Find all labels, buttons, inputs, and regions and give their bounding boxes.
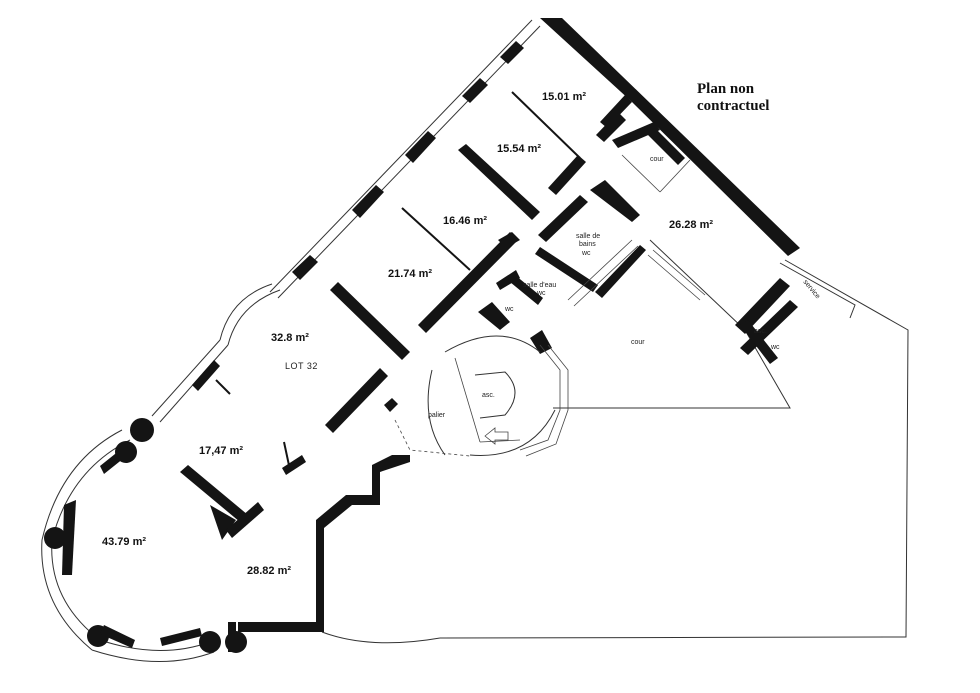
label-asc-side: asc. [754,328,767,335]
room-area-26-28: 26.28 m² [669,219,713,231]
room-area-17-47: 17,47 m² [199,445,243,457]
label-cour-small: cour [650,156,664,163]
plot-outline [321,239,909,644]
label-salle-de-bains-3: wc [581,250,591,257]
room-area-32-8: 32.8 m² [271,332,309,344]
stair-lift [394,335,556,457]
windows [519,154,706,457]
label-asc-main: asc. [482,392,495,399]
room-area-43-79: 43.79 m² [102,536,146,548]
label-wc-small: wc [504,306,514,313]
interior-walls [180,91,798,632]
room-area-15-01: 15.01 m² [542,91,586,103]
room-area-15-54: 15.54 m² [497,143,541,155]
label-cour-big: cour [631,339,645,346]
room-area-28-82: 28.82 m² [247,565,291,577]
lot-label: LOT 32 [285,361,318,371]
note-line-2: contractuel [697,98,769,114]
note-line-1: Plan non [697,81,755,97]
plan-note: Plan non contractuel [697,81,769,114]
room-labels: cour cour salle de bains wc salle d'eau … [428,156,821,419]
room-area-21-74: 21.74 m² [388,268,432,280]
label-palier: palier [428,412,446,419]
room-areas: 15.01 m² 15.54 m² 16.46 m² 21.74 m² 32.8… [102,91,713,577]
label-salle-de-bains-2: bains [579,241,596,248]
room-area-16-46: 16.46 m² [443,215,487,227]
label-salle-de-bains-1: salle de [576,233,600,240]
north-facade-wall [269,18,800,299]
label-salle-eau-2: wc [536,290,546,297]
label-wc-side: wc [770,344,780,351]
west-facade [41,283,316,662]
label-salle-eau-1: salle d'eau [523,282,556,289]
label-service: service [801,279,821,301]
